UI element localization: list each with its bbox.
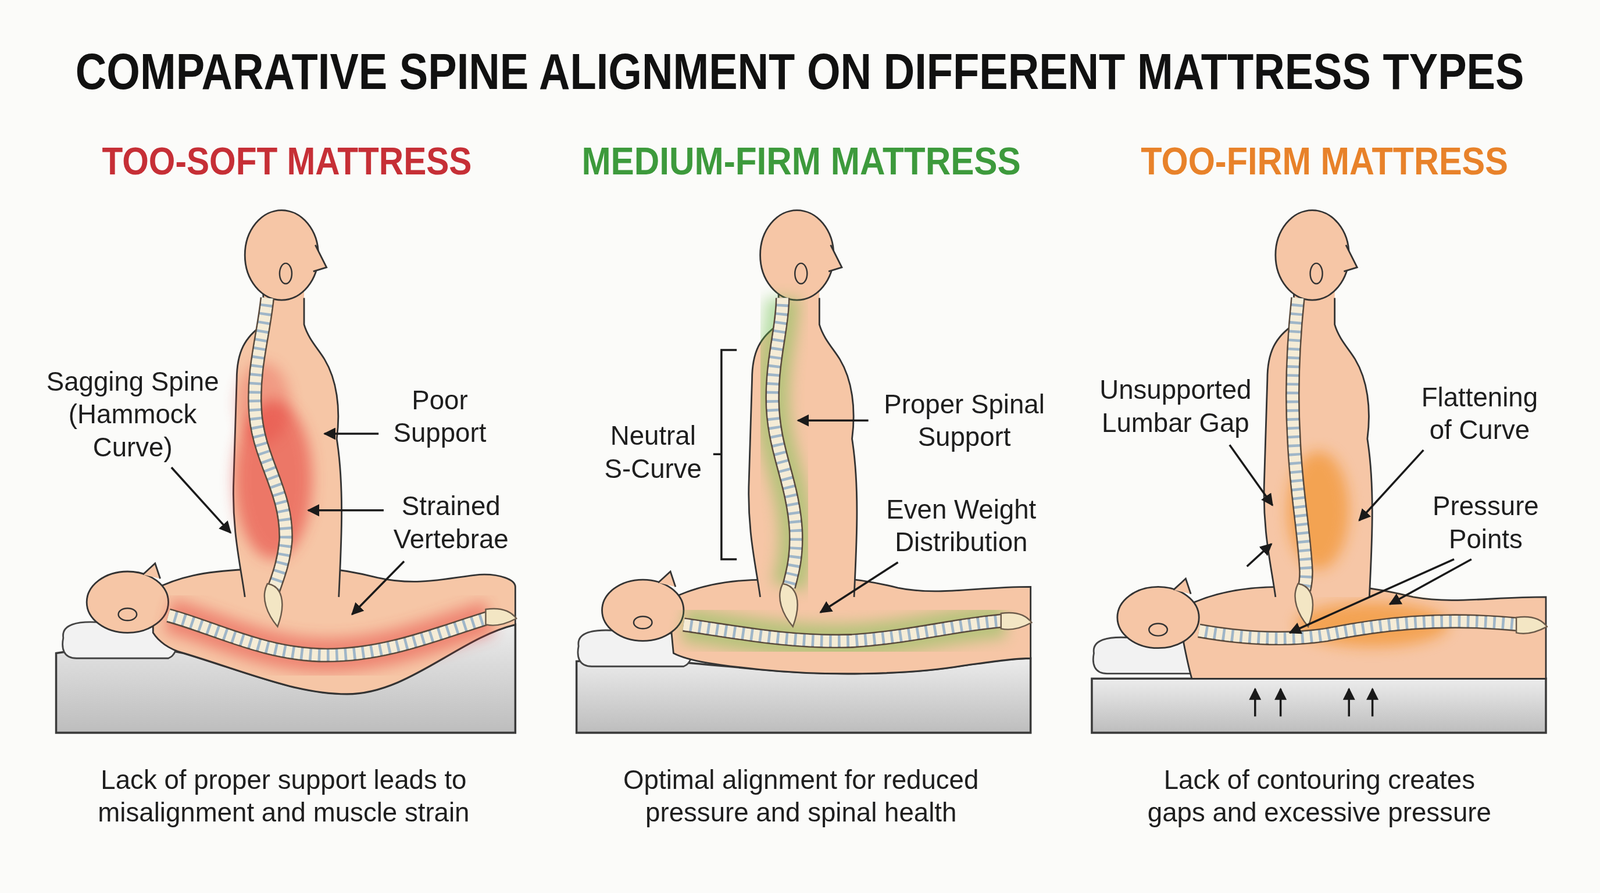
firm-panel-figure	[1091, 678, 1546, 733]
medium-panel-figure	[683, 620, 1006, 642]
panel-heading: MEDIUM-FIRM MATTRESS	[581, 138, 1021, 184]
medium-panel-figure	[748, 210, 857, 598]
medium-panel-figure	[772, 298, 797, 588]
leader-lines	[324, 432, 379, 435]
soft-panel-figure	[264, 583, 282, 627]
diagram-title: COMPARATIVE SPINE ALIGNMENT ON DIFFERENT…	[75, 43, 1525, 100]
firm-panel-figure	[1292, 298, 1306, 591]
medium-panel-figure	[772, 298, 797, 588]
soft-panel-figure	[254, 298, 286, 591]
pressure-arrows	[1255, 688, 1373, 717]
pressure-arrows	[1371, 688, 1374, 717]
medium-panel-figure	[683, 620, 1006, 642]
callout-label: Neutral S-Curve	[597, 419, 710, 485]
firm-panel-figure	[1198, 621, 1521, 639]
soft-panel-figure	[56, 210, 517, 734]
soft-panel-figure	[168, 615, 491, 656]
medium-panel-figure	[602, 571, 684, 641]
soft-panel-figure	[254, 298, 286, 591]
medium-panel-figure	[779, 583, 798, 627]
soft-panel-figure	[485, 608, 517, 626]
leader-lines	[1359, 450, 1424, 521]
soft-panel-figure	[168, 615, 491, 656]
panel-caption: Lack of contouring creates gaps and exce…	[1139, 763, 1499, 829]
pressure-arrows	[1347, 688, 1350, 717]
leader-lines	[171, 350, 1472, 633]
firm-panel-figure	[1516, 616, 1548, 634]
soft-panel-figure	[86, 563, 169, 633]
leader-lines	[171, 467, 231, 533]
firm-panel-figure	[1117, 578, 1199, 648]
soft-panel-figure	[254, 298, 286, 591]
callout-label: Strained Vertebrae	[387, 490, 515, 556]
medium-panel-figure	[772, 298, 797, 588]
medium-panel-figure	[683, 620, 1006, 642]
firm-panel-figure	[1292, 298, 1306, 591]
callout-label: Even Weight Distribution	[877, 493, 1046, 559]
leader-lines	[820, 562, 898, 613]
leader-lines	[1229, 444, 1273, 506]
panel-heading: TOO-SOFT MATTRESS	[102, 138, 473, 184]
callout-label: Poor Support	[383, 383, 496, 449]
panel-caption: Optimal alignment for reduced pressure a…	[586, 763, 1016, 829]
callout-label: Unsupported Lumbar Gap	[1086, 373, 1265, 439]
medium-panel-figure	[683, 620, 1006, 642]
pressure-arrows	[1279, 688, 1282, 717]
medium-panel-figure	[576, 210, 1032, 734]
callout-label: Pressure Points	[1424, 490, 1548, 556]
leader-lines	[797, 419, 869, 422]
callout-label: Flattening of Curve	[1413, 380, 1546, 446]
firm-panel-figure	[1292, 298, 1306, 591]
leader-lines	[1289, 559, 1455, 633]
leader-lines	[713, 350, 737, 560]
pressure-arrows	[1254, 688, 1257, 717]
firm-panel-figure	[1198, 621, 1521, 639]
panel-caption: Lack of proper support leads to misalign…	[69, 763, 498, 829]
leader-lines	[1389, 559, 1471, 605]
medium-panel-figure	[772, 298, 797, 588]
leader-lines	[352, 561, 405, 614]
firm-panel-figure	[1263, 210, 1373, 598]
callout-label: Proper Spinal Support	[872, 387, 1057, 453]
firm-panel-figure	[1091, 210, 1548, 734]
soft-panel-figure	[168, 615, 491, 656]
firm-panel-figure	[1295, 583, 1313, 627]
panel-heading: TOO-FIRM MATTRESS	[1140, 138, 1509, 184]
leader-lines	[1247, 544, 1272, 567]
callout-label: Sagging Spine (Hammock Curve)	[35, 365, 230, 464]
medium-panel-figure	[1001, 612, 1032, 630]
soft-panel-figure	[233, 210, 342, 598]
soft-panel-figure	[168, 615, 491, 656]
firm-panel-figure	[1198, 621, 1521, 639]
leader-lines	[308, 509, 384, 512]
